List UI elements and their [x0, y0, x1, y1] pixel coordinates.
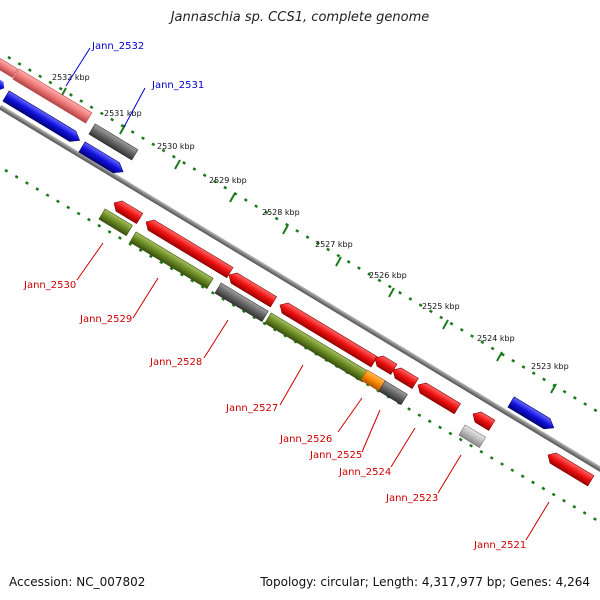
gene-arrow-red-long-b[interactable]: [277, 300, 378, 368]
gene-arrow-red-small-a[interactable]: [111, 198, 144, 225]
gene-arrow-blue-right[interactable]: [507, 396, 557, 433]
gene-label-jann-2528[interactable]: Jann_2528: [149, 357, 202, 368]
gene-arrow-red-long-a[interactable]: [143, 217, 234, 279]
gene-arrow-blue-left[interactable]: [2, 90, 83, 146]
gene-arrow-jann-2530[interactable]: [98, 208, 133, 237]
gene-label-jann-2532[interactable]: Jann_2532: [91, 41, 144, 52]
gene-arrow-jann-2523[interactable]: [458, 424, 487, 448]
gene-arrow-jann-2525[interactable]: [378, 380, 408, 405]
scale-label-2529: 2529 kbp: [209, 176, 247, 185]
label-leaders-reverse: [76, 242, 550, 541]
gene-arrow-jann-2532[interactable]: [12, 68, 93, 124]
gene-arrow-blue-small[interactable]: [78, 141, 126, 177]
inner-tick-track: [4, 168, 600, 524]
gene-label-jann-2527[interactable]: Jann_2527: [225, 403, 278, 414]
accession-text: Accession: NC_007802: [9, 575, 146, 589]
gene-arrow-jann-2528[interactable]: [214, 282, 269, 322]
gene-arrow-jann-2529[interactable]: [129, 231, 214, 290]
gene-arrow-red-small-c[interactable]: [390, 365, 419, 389]
gene-label-jann-2529[interactable]: Jann_2529: [79, 314, 132, 325]
scale-ticks: [60, 87, 557, 394]
gene-label-jann-2525[interactable]: Jann_2525: [309, 450, 362, 461]
topology-text: Topology: circular; Length: 4,317,977 bp…: [260, 575, 590, 589]
gene-arrow-jann-2531[interactable]: [88, 123, 139, 161]
scale-label-2526: 2526 kbp: [369, 271, 407, 280]
scale-label-2527: 2527 kbp: [315, 240, 353, 249]
gene-arrow-jann-2524[interactable]: [415, 380, 461, 415]
gene-label-jann-2530[interactable]: Jann_2530: [23, 280, 76, 291]
gene-label-jann-2521[interactable]: Jann_2521: [473, 540, 526, 551]
gene-label-jann-2523[interactable]: Jann_2523: [385, 493, 438, 504]
outer-tick-track: [7, 55, 600, 415]
genome-backbone: [0, 104, 600, 482]
gene-arrow-red-small-b[interactable]: [372, 353, 398, 375]
gene-arrow-blue-edge[interactable]: [0, 77, 7, 93]
scale-label-2528: 2528 kbp: [262, 208, 300, 217]
scale-label-2531: 2531 kbp: [104, 109, 142, 118]
gene-label-jann-2524[interactable]: Jann_2524: [338, 467, 391, 478]
label-leaders-forward: [65, 47, 146, 128]
scale-label-2524: 2524 kbp: [477, 334, 515, 343]
scale-label-2523: 2523 kbp: [531, 362, 569, 371]
map-title: Jannaschia sp. CCS1, complete genome: [170, 10, 430, 25]
gene-arrow-red-tiny[interactable]: [470, 409, 496, 431]
gene-arrow-jann-2521[interactable]: [545, 450, 595, 487]
scale-label-2530: 2530 kbp: [157, 142, 195, 151]
gene-arrow-red-mid[interactable]: [226, 270, 278, 308]
scale-label-2525: 2525 kbp: [422, 302, 460, 311]
gene-label-jann-2526[interactable]: Jann_2526: [279, 434, 332, 445]
gene-arrow-pink[interactable]: [0, 58, 19, 79]
gene-label-jann-2531[interactable]: Jann_2531: [151, 80, 204, 91]
